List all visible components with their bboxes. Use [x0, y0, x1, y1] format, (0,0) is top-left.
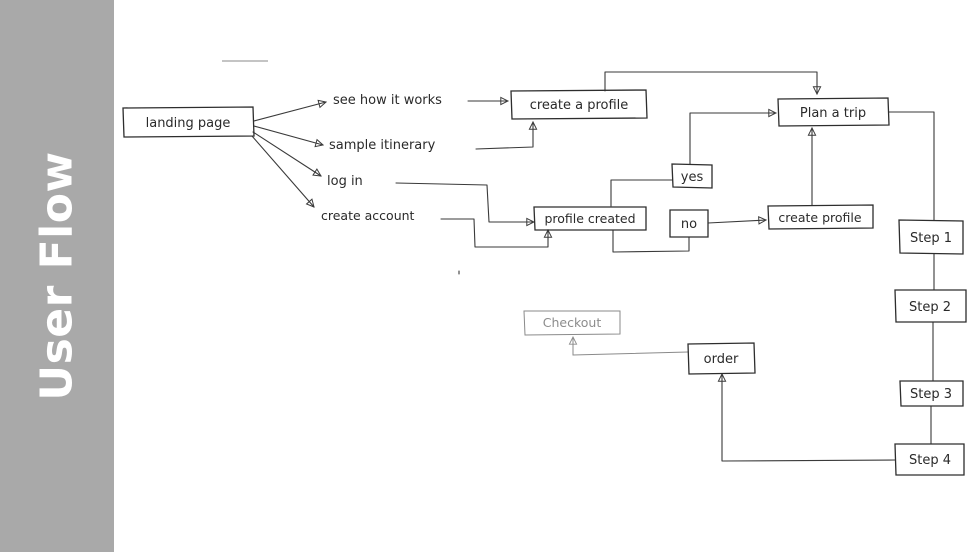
edge-login-profile-created: [395, 182, 534, 222]
node-order: order: [687, 342, 756, 375]
label-create-account: create account: [321, 208, 415, 223]
edge-landing-see-how: [253, 102, 326, 122]
edge-plan-trip-step1: [888, 111, 935, 221]
node-checkout: Checkout: [523, 310, 621, 336]
edge-landing-login: [252, 131, 321, 176]
node-label: landing page: [146, 116, 231, 131]
node-label: Step 2: [909, 300, 951, 315]
node-label: Step 3: [910, 387, 952, 402]
node-label: create profile: [778, 210, 861, 225]
node-label: profile created: [544, 211, 635, 226]
edge-order-checkout: [573, 337, 689, 356]
edge-step4-order: [722, 374, 896, 462]
edge-account-profile-created: [440, 218, 548, 248]
edge-landing-sample: [253, 125, 323, 145]
node-label: yes: [681, 170, 704, 185]
edge-no-create-profile: [707, 220, 766, 223]
node-no: no: [669, 209, 709, 238]
node-label: Checkout: [543, 315, 602, 330]
node-step-2: Step 2: [894, 289, 967, 323]
node-label: Step 1: [910, 231, 952, 246]
node-create-a-profile: create a profile: [510, 89, 648, 120]
node-label: Plan a trip: [800, 106, 866, 121]
node-yes: yes: [671, 163, 713, 189]
node-step-1: Step 1: [898, 219, 964, 255]
sidebar: User Flow: [0, 0, 114, 552]
node-label: create a profile: [530, 98, 629, 113]
edge-profile-created-yes: [610, 179, 673, 207]
edge-yes-plan-trip: [689, 113, 776, 165]
label-see-how-it-works: see how it works: [333, 93, 442, 108]
node-step-4: Step 4: [894, 443, 965, 476]
label-sample-itinerary: sample itinerary: [329, 138, 436, 153]
node-plan-a-trip: Plan a trip: [777, 97, 890, 127]
node-label: order: [704, 352, 739, 367]
edge-landing-create-account: [251, 135, 314, 207]
edge-profile-created-no: [612, 229, 690, 253]
node-profile-created: profile created: [533, 206, 647, 231]
node-label: Step 4: [909, 453, 951, 468]
edge-sample-create-profile: [475, 122, 533, 150]
node-landing-page: landing page: [122, 106, 255, 138]
node-create-profile: create profile: [767, 204, 874, 230]
edge-create-profile-plan-trip: [604, 71, 817, 94]
label-log-in: log in: [327, 174, 363, 189]
node-step-3: Step 3: [899, 380, 964, 407]
node-label: no: [681, 217, 697, 232]
